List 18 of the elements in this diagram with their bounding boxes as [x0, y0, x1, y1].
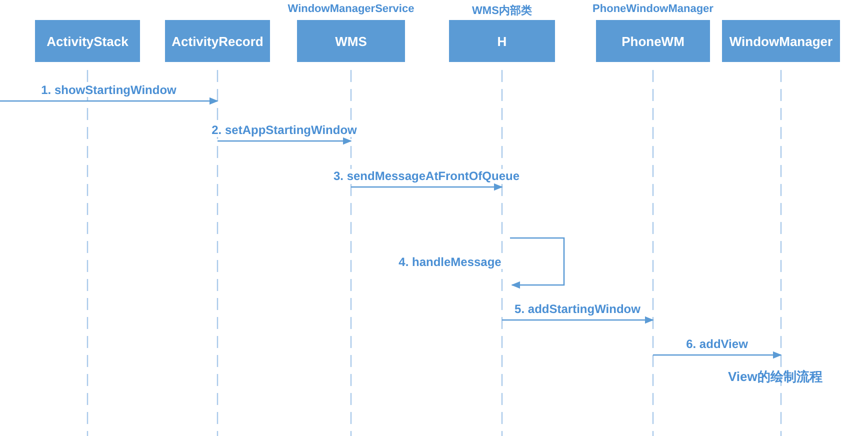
- message-arrow: [0, 97, 218, 105]
- participant-name: PhoneWM: [622, 34, 684, 48]
- message-arrow: [502, 316, 654, 324]
- participant-caption: PhoneWindowManager: [592, 3, 714, 15]
- message-label: 4. handleMessage: [396, 255, 504, 269]
- participant-name: ActivityStack: [46, 34, 128, 48]
- participant-caption: WindowManagerService: [288, 3, 414, 15]
- message-arrow: [351, 183, 503, 191]
- participant-name: ActivityRecord: [172, 34, 264, 48]
- participant-name: WindowManager: [729, 34, 833, 48]
- participant-name: H: [497, 34, 507, 48]
- message-arrow: [510, 237, 565, 289]
- participant-caption: WMS内部类: [472, 4, 532, 18]
- note-text: View的绘制流程: [728, 368, 822, 386]
- participant-name: WMS: [335, 34, 367, 48]
- message-arrow: [653, 351, 782, 359]
- message-arrow: [218, 137, 352, 145]
- message-label: 5. addStartingWindow: [512, 302, 644, 316]
